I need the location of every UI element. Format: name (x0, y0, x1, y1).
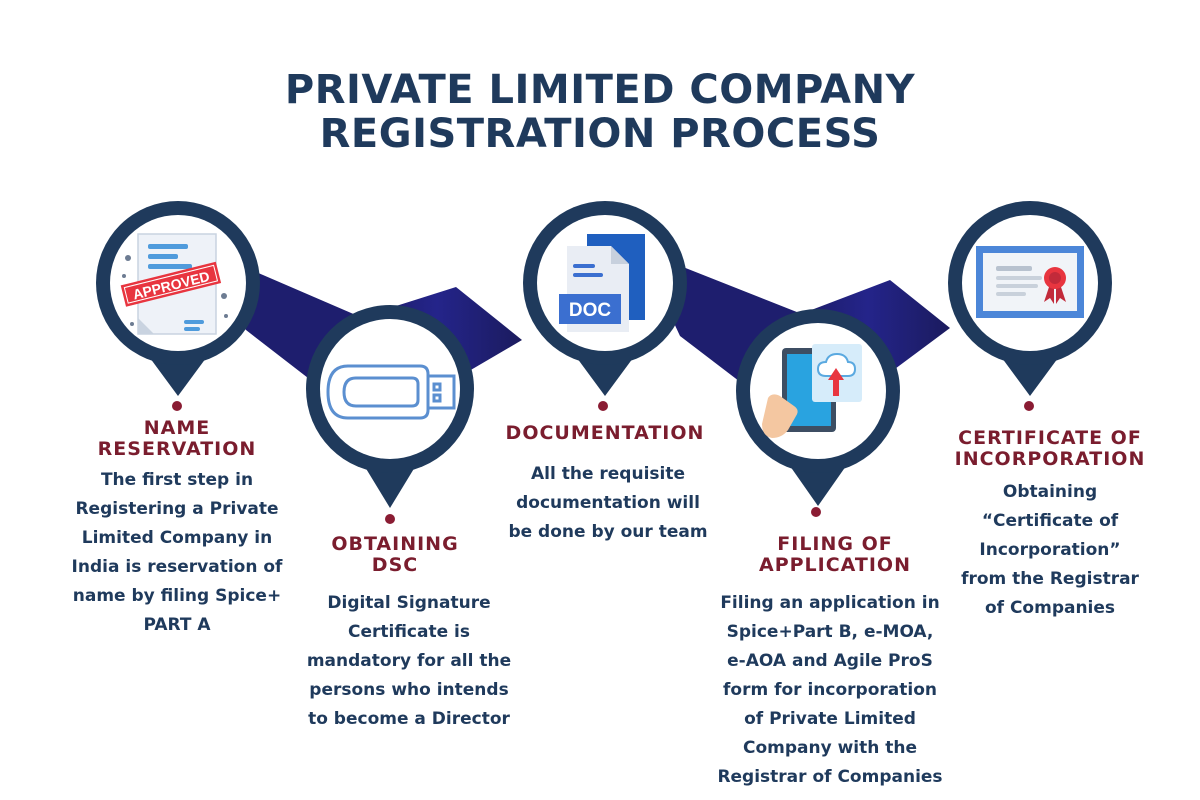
step-2-title: OBTAINING DSC (331, 533, 459, 576)
step-4-dot (811, 507, 821, 517)
title-line-2: REGISTRATION PROCESS (319, 111, 881, 157)
pin-obtaining-dsc (306, 305, 474, 508)
step-2-dot (385, 514, 395, 524)
approved-document-icon: APPROVED (120, 233, 228, 335)
doc-badge-text: DOC (569, 300, 612, 321)
step-3-description: All the requisite documentation will be … (508, 464, 708, 542)
page-title: PRIVATE LIMITED COMPANY REGISTRATION PRO… (0, 68, 1200, 156)
step-1-dot (172, 401, 182, 411)
step-1-description: The first step in Registering a Private … (71, 470, 283, 635)
certificate-icon (976, 246, 1084, 318)
pin-name-reservation: APPROVED (96, 201, 260, 396)
step-5-dot (1024, 401, 1034, 411)
step-2-description: Digital Signature Certificate is mandato… (306, 593, 512, 729)
step-1-title: NAME RESERVATION (97, 417, 257, 460)
usb-token-icon (326, 364, 456, 420)
doc-file-icon: DOC (559, 234, 645, 332)
tablet-cloud-upload-icon (762, 344, 862, 438)
pin-documentation: DOC (523, 201, 687, 396)
step-3-dot (598, 401, 608, 411)
step-5-description: Obtaining “Certificate of Incorporation”… (961, 482, 1139, 618)
pin-certificate-of-incorporation (948, 201, 1112, 396)
step-3-title: DOCUMENTATION (505, 422, 705, 444)
step-4-title: FILING OF APPLICATION (759, 533, 911, 576)
title-line-1: PRIVATE LIMITED COMPANY (284, 67, 916, 113)
step-4-description: Filing an application in Spice+Part B, e… (717, 593, 943, 787)
pin-filing-of-application (736, 309, 900, 506)
step-5-title: CERTIFICATE OF INCORPORATION (954, 427, 1146, 470)
